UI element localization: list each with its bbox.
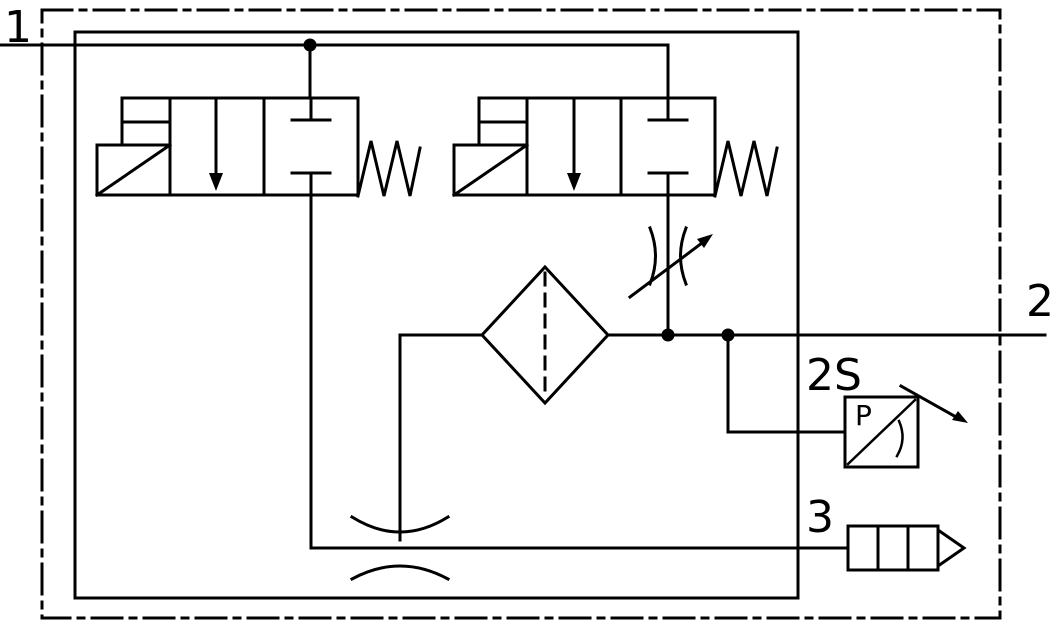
return-spring-icon — [713, 140, 779, 198]
return-spring-icon — [356, 140, 422, 198]
sensor-adjustment-arrow — [898, 383, 959, 420]
flow-control-valve-icon — [627, 226, 713, 300]
flow-arrowhead-icon — [209, 173, 223, 191]
pressure-sensor-icon: P — [843, 383, 968, 469]
blocked-port-bottom-icon — [290, 171, 332, 197]
blocked-port-top-icon — [647, 96, 689, 122]
junction-dot — [303, 38, 317, 52]
port-1-label: 1 — [4, 2, 32, 53]
adjustment-arrow — [627, 240, 705, 300]
assembly-frame — [73, 30, 800, 600]
manual-override-icon — [477, 96, 529, 147]
sensor-ramp — [846, 398, 917, 466]
blowoff-valve — [451, 96, 779, 198]
silencer-icon — [846, 524, 967, 572]
solenoid-coil-icon — [94, 142, 173, 198]
solenoid-coil-icon — [451, 142, 530, 198]
sensor-arrowhead-icon — [952, 411, 968, 423]
vacuum-valve — [94, 96, 422, 198]
suction-line — [398, 333, 484, 542]
vacuum-filter-icon — [479, 264, 611, 406]
supply-line-port1 — [0, 43, 670, 100]
blocked-port-bottom-icon — [647, 171, 689, 197]
manual-override-icon — [120, 96, 172, 147]
port-3-label: 3 — [806, 492, 834, 543]
pressure-symbol: P — [855, 399, 872, 432]
system-boundary — [40, 8, 1002, 620]
sensor-2s-label: 2S — [806, 350, 862, 401]
port-2-label: 2 — [1026, 276, 1054, 327]
sensor-line — [726, 333, 847, 434]
blocked-port-top-icon — [290, 96, 332, 122]
flow-arrowhead-icon — [567, 173, 581, 191]
adjustment-arrowhead-icon — [697, 234, 713, 248]
sensor-contact-curve — [895, 419, 904, 458]
